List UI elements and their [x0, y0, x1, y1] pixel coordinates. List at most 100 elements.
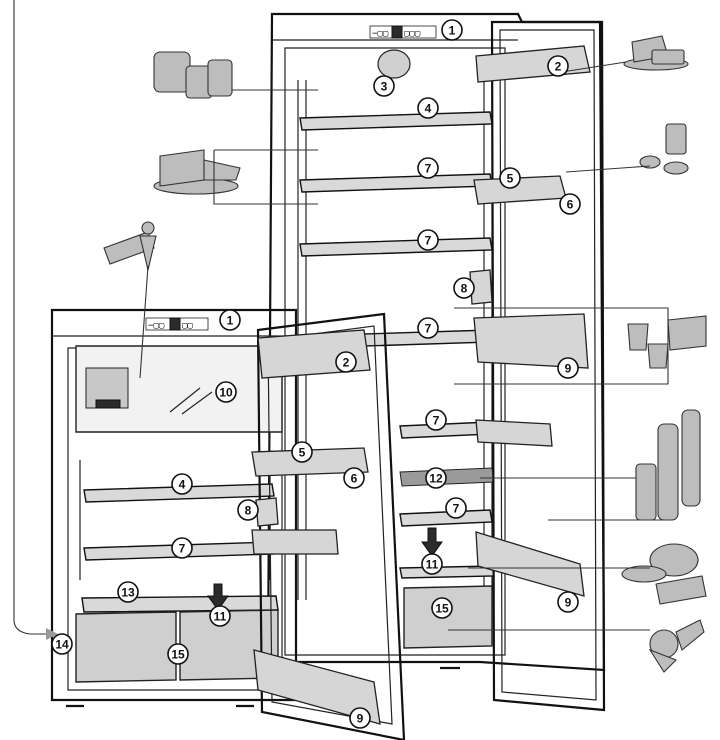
callout-number: 14: [55, 638, 69, 652]
vegetables-icon: [648, 619, 705, 673]
callout-number: 15: [171, 648, 185, 662]
callout-number: 9: [565, 596, 572, 610]
svg-text:−▢▢: −▢▢: [372, 29, 389, 39]
callout-circle: [417, 229, 439, 251]
callout-circle: [547, 55, 569, 77]
callout-number: 5: [299, 446, 306, 460]
callout-11: 11: [421, 553, 443, 575]
glass-shelf-3: [299, 237, 493, 257]
small-fridge-control-panel: −▢▢ ▢▢: [145, 317, 209, 331]
callout-6: 6: [559, 193, 581, 215]
callout-number: 4: [425, 102, 432, 116]
interior-light: [377, 49, 411, 79]
callout-circle: [335, 351, 357, 373]
callout-1: 1: [441, 19, 463, 41]
callout-circle: [417, 157, 439, 179]
callout-14: 14: [51, 633, 73, 655]
callout-13: 13: [117, 581, 139, 603]
glass-shelf-2: [299, 173, 493, 193]
callout-circle: [425, 409, 447, 431]
callout-number: 7: [425, 234, 432, 248]
callout-5: 5: [499, 167, 521, 189]
svg-text:▢▢▢: ▢▢▢: [404, 29, 421, 39]
callout-number: 11: [214, 610, 227, 624]
callout-1: 1: [219, 309, 241, 331]
small-jars-icon: [639, 123, 689, 175]
callout-number: 11: [426, 558, 439, 572]
svg-text:−▢▢: −▢▢: [148, 321, 165, 331]
callout-2: 2: [547, 55, 569, 77]
callout-circle: [425, 467, 447, 489]
callout-number: 7: [425, 322, 432, 336]
callout-number: 9: [565, 362, 572, 376]
callout-number: 4: [179, 478, 186, 492]
callout-15: 15: [167, 643, 189, 665]
callout-circle: [453, 277, 475, 299]
callout-circle: [291, 441, 313, 463]
callout-number: 15: [435, 602, 449, 616]
callout-15: 15: [431, 597, 453, 619]
callout-3: 3: [373, 75, 395, 97]
callout-7: 7: [425, 409, 447, 431]
callout-circle: [373, 75, 395, 97]
door-bin-2-large: [475, 419, 553, 447]
callout-11: 11: [209, 605, 231, 627]
callout-circle: [559, 193, 581, 215]
callout-number: 2: [555, 60, 562, 74]
callout-circle: [117, 581, 139, 603]
callout-circle: [421, 553, 443, 575]
callout-circle: [349, 707, 371, 729]
bottle-rack: [399, 467, 495, 487]
callout-number: 7: [425, 162, 432, 176]
door-bin-3-large: [475, 531, 585, 597]
small-fridge: −▢▢ ▢▢: [50, 308, 406, 740]
glass-shelf-top: [299, 111, 493, 131]
callout-6: 6: [343, 467, 365, 489]
callout-4: 4: [417, 97, 439, 119]
callout-number: 5: [507, 172, 514, 186]
callout-circle: [209, 605, 231, 627]
callout-number: 1: [449, 24, 456, 38]
callout-circle: [431, 597, 453, 619]
callout-circle: [219, 309, 241, 331]
callout-9: 9: [349, 707, 371, 729]
callout-number: 13: [121, 586, 135, 600]
callout-7: 7: [417, 317, 439, 339]
door-bin-1-large: [473, 313, 589, 369]
callout-7: 7: [417, 157, 439, 179]
yogurt-cups-icon: [627, 315, 707, 369]
callout-number: 9: [357, 712, 364, 726]
callout-circle: [417, 97, 439, 119]
cake-icon: [153, 149, 241, 195]
svg-text:▢▢: ▢▢: [182, 321, 193, 331]
door-shelf-small-2: [251, 529, 339, 555]
arrow-down-icon-small: [207, 583, 229, 611]
connector-arrow-line: [13, 0, 46, 635]
callout-number: 6: [567, 198, 574, 212]
callout-number: 8: [245, 504, 252, 518]
callout-7: 7: [417, 229, 439, 251]
callout-number: 12: [429, 472, 443, 486]
callout-7: 7: [171, 537, 193, 559]
large-fridge-control-panel: −▢▢ ▢▢▢: [369, 25, 437, 39]
callout-12: 12: [425, 467, 447, 489]
callout-circle: [343, 467, 365, 489]
callout-2: 2: [335, 351, 357, 373]
crisper-drawer-large: [403, 585, 493, 649]
callout-circle: [51, 633, 73, 655]
callout-9: 9: [557, 591, 579, 613]
callout-circle: [417, 317, 439, 339]
callout-number: 1: [227, 314, 234, 328]
pot-and-fish-icon: [621, 543, 707, 605]
callout-circle: [557, 357, 579, 379]
callout-number: 7: [433, 414, 440, 428]
callout-4: 4: [171, 473, 193, 495]
callout-circle: [171, 473, 193, 495]
callout-number: 6: [351, 472, 358, 486]
ice-cream-icon: [103, 221, 157, 271]
door-bin-bottom-small: [253, 649, 381, 725]
connector-arrow-icon: [46, 628, 58, 640]
egg-tray-small: [255, 497, 279, 527]
